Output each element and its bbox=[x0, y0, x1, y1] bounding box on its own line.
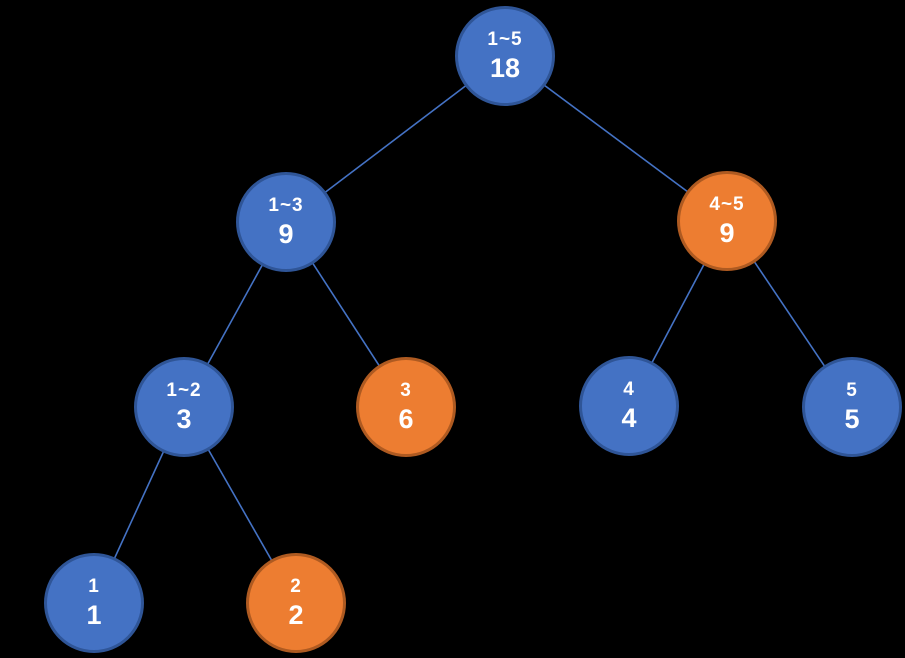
tree-node-3: 3 6 bbox=[356, 357, 456, 457]
node-range-label: 1~2 bbox=[166, 379, 202, 401]
node-value-label: 2 bbox=[288, 599, 304, 630]
node-value-label: 9 bbox=[278, 218, 294, 249]
node-range-label: 1 bbox=[88, 575, 100, 597]
tree-node-1-5: 1~5 18 bbox=[455, 6, 555, 106]
node-value-label: 6 bbox=[398, 403, 414, 434]
tree-node-4: 4 4 bbox=[579, 356, 679, 456]
tree-node-1: 1 1 bbox=[44, 553, 144, 653]
node-range-label: 2 bbox=[290, 575, 302, 597]
node-value-label: 4 bbox=[621, 402, 637, 433]
node-range-label: 4~5 bbox=[709, 193, 745, 215]
tree-node-1-3: 1~3 9 bbox=[236, 172, 336, 272]
node-range-label: 1~5 bbox=[487, 28, 523, 50]
node-range-label: 3 bbox=[400, 379, 412, 401]
node-value-label: 5 bbox=[844, 403, 860, 434]
node-range-label: 4 bbox=[623, 378, 635, 400]
node-range-label: 5 bbox=[846, 379, 858, 401]
node-value-label: 1 bbox=[86, 599, 102, 630]
tree-node-1-2: 1~2 3 bbox=[134, 357, 234, 457]
node-value-label: 9 bbox=[719, 217, 735, 248]
tree-node-4-5: 4~5 9 bbox=[677, 171, 777, 271]
tree-node-5: 5 5 bbox=[802, 357, 902, 457]
node-value-label: 3 bbox=[176, 403, 192, 434]
node-value-label: 18 bbox=[489, 52, 521, 83]
node-range-label: 1~3 bbox=[268, 194, 304, 216]
tree-node-2: 2 2 bbox=[246, 553, 346, 653]
